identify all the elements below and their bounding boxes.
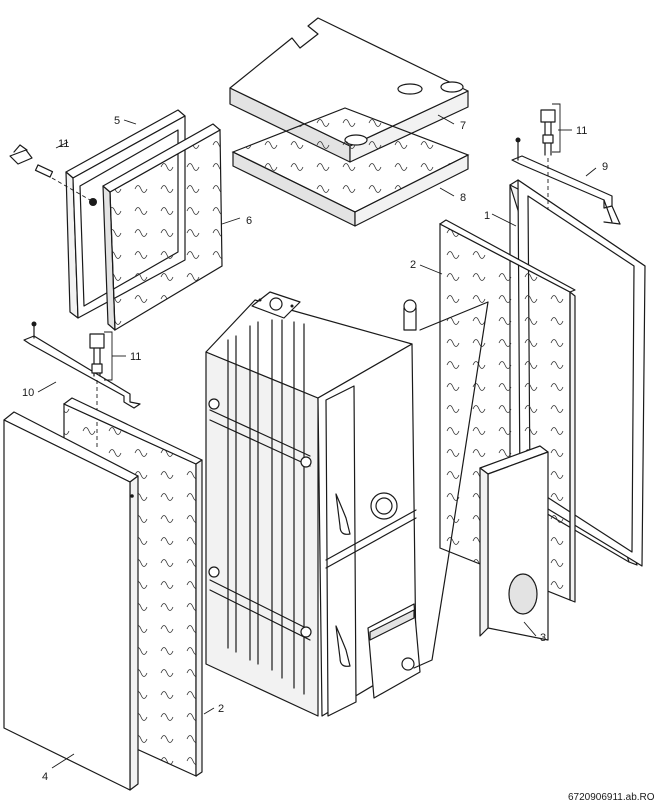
side-insulation-6 xyxy=(102,123,223,332)
front-cover-3 xyxy=(479,445,549,641)
callout-3: 3 xyxy=(540,632,546,644)
callout-1: 1 xyxy=(484,210,490,222)
callout-4: 4 xyxy=(42,771,48,783)
holding-bracket-10 xyxy=(23,321,141,409)
callout-8: 8 xyxy=(460,192,466,204)
holding-bracket-9 xyxy=(511,137,621,225)
drawing-reference-code: 6720906911.ab.RO xyxy=(568,792,655,803)
callout-braces xyxy=(104,103,561,381)
callout-9: 9 xyxy=(602,161,608,173)
callout-labels: 1 2 2 3 4 5 6 7 8 9 10 11 11 11 xyxy=(22,115,608,783)
callout-2-upper: 2 xyxy=(410,259,416,271)
top-insulation-8 xyxy=(231,107,470,227)
callout-2-lower: 2 xyxy=(218,703,224,715)
boiler-heat-exchanger xyxy=(205,291,489,717)
callout-11-lower: 11 xyxy=(130,351,141,363)
holding-clip-11-right xyxy=(540,109,556,210)
holding-clip-11-left xyxy=(9,144,91,201)
callout-7: 7 xyxy=(460,120,466,132)
callout-10: 10 xyxy=(22,387,34,399)
side-cover-4 xyxy=(3,411,139,791)
callout-11-right: 11 xyxy=(576,125,587,137)
callout-leader-lines xyxy=(37,114,597,769)
callout-5: 5 xyxy=(114,115,120,127)
callout-11-left: 11 xyxy=(58,138,69,150)
callout-6: 6 xyxy=(246,215,252,227)
